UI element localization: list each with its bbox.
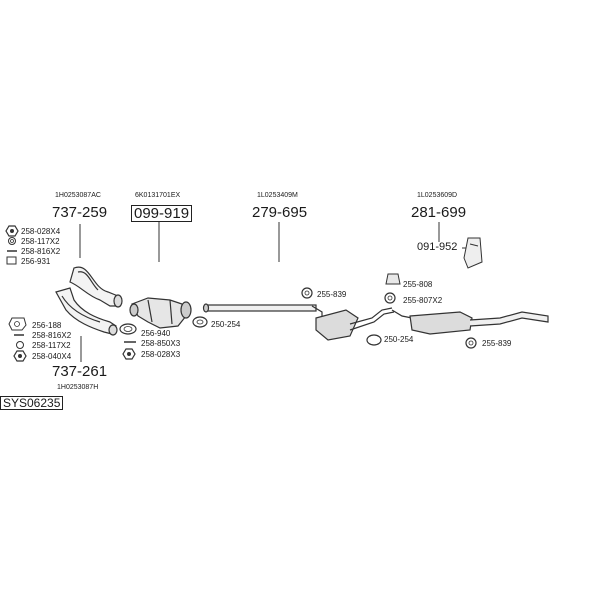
- hex-nut-icon: [5, 225, 19, 237]
- middle-silencer: [202, 303, 395, 341]
- hardware-label[interactable]: 255-808: [403, 280, 433, 289]
- hex-nut-icon: [13, 350, 27, 362]
- oem-number-front-pipe-upper: 1H0253087AC: [55, 192, 101, 199]
- hardware-label[interactable]: 256-188: [32, 321, 62, 330]
- clamp-icon: [6, 256, 17, 265]
- part-code-front-pipe-lower[interactable]: 737-261: [52, 363, 108, 380]
- hardware-label[interactable]: 258-816X2: [21, 247, 61, 256]
- catalytic-converter: [129, 297, 192, 329]
- hardware-label[interactable]: 256-931: [21, 257, 51, 266]
- hanger-ring-icon: [465, 337, 477, 349]
- hardware-label[interactable]: 258-028X3: [141, 350, 181, 359]
- gasket-ring-icon: [16, 341, 24, 349]
- part-code-rear-silencer[interactable]: 281-699: [411, 204, 467, 221]
- part-code-middle-silencer[interactable]: 279-695: [252, 204, 308, 221]
- hanger-mount-icon: [384, 292, 396, 304]
- oem-number-front-pipe-lower: 1H0253087H: [57, 384, 99, 391]
- hardware-label[interactable]: 255-807X2: [403, 296, 443, 305]
- oem-number-rear-silencer: 1L0253609D: [417, 192, 458, 199]
- hanger-mount-icon: [385, 273, 401, 285]
- hardware-label[interactable]: 250-254: [384, 335, 414, 344]
- part-code-catalytic-converter[interactable]: 099-919: [131, 205, 193, 222]
- hardware-label[interactable]: 258-816X2: [32, 331, 72, 340]
- hanger-ring-icon: [301, 287, 313, 299]
- clamp-icon: [366, 334, 382, 346]
- front-pipe-lower: [55, 287, 118, 336]
- gasket-ring-icon: [119, 323, 137, 335]
- hardware-label[interactable]: 258-028X4: [21, 227, 61, 236]
- hardware-label[interactable]: 258-850X3: [141, 339, 181, 348]
- front-pipe-upper: [69, 266, 123, 308]
- diagram-id: SYS06235: [0, 396, 64, 410]
- oem-number-middle-silencer: 1L0253409M: [257, 192, 298, 199]
- part-code-rear-bracket[interactable]: 091-952: [417, 241, 458, 253]
- hardware-label[interactable]: 258-117X2: [21, 237, 60, 246]
- oem-number-catalytic-converter: 6K0131701EX: [135, 192, 181, 199]
- gasket-icon: [8, 317, 27, 331]
- hardware-label[interactable]: 256-940: [141, 329, 171, 338]
- gasket-ring-icon: [8, 237, 16, 245]
- hex-nut-icon: [122, 348, 136, 360]
- hardware-label[interactable]: 258-040X4: [32, 352, 72, 361]
- bracket-icon: [463, 237, 483, 269]
- hardware-label[interactable]: 255-839: [482, 339, 512, 348]
- clamp-icon: [192, 316, 208, 328]
- hardware-label[interactable]: 258-117X2: [32, 341, 71, 350]
- part-code-front-pipe-upper[interactable]: 737-259: [52, 204, 108, 221]
- hardware-label[interactable]: 255-839: [317, 290, 347, 299]
- rear-silencer: [391, 309, 549, 335]
- hardware-label[interactable]: 250-254: [211, 320, 241, 329]
